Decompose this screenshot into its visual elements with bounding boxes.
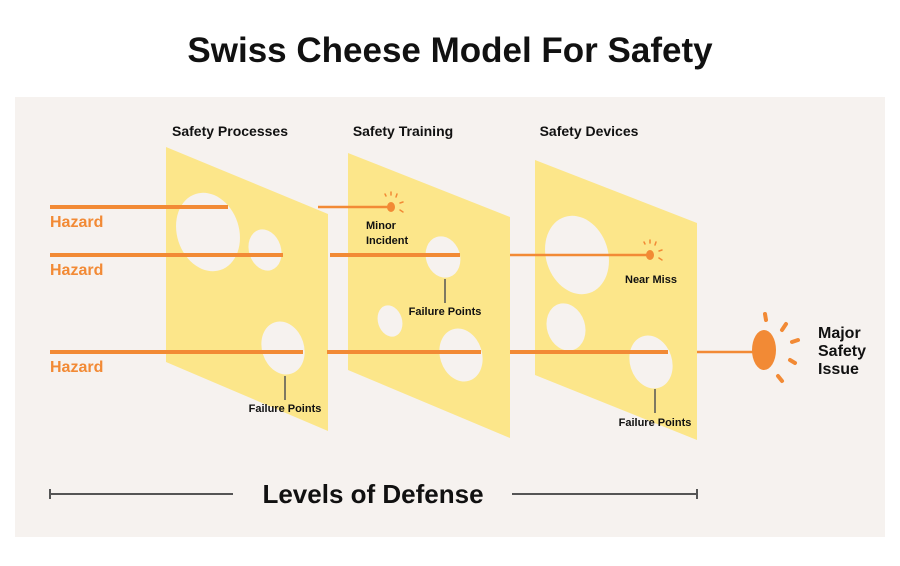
minor-incident-label-2: Incident	[366, 235, 409, 247]
hazard-label-1: Hazard	[50, 214, 103, 231]
hole	[377, 305, 403, 337]
near-miss-burst-icon	[643, 239, 663, 261]
hole	[176, 192, 240, 272]
layer-label-devices: Safety Devices	[540, 123, 639, 139]
failure-points-label-2: Failure Points	[409, 306, 482, 318]
hazard-label-3: Hazard	[50, 359, 103, 376]
levels-of-defense-bracket	[49, 489, 698, 499]
hole	[248, 229, 282, 271]
major-issue-label-2: Safety	[818, 343, 866, 360]
hazard-lines	[50, 205, 760, 354]
levels-of-defense-label: Levels of Defense	[262, 479, 483, 509]
minor-incident-label-1: Minor	[366, 220, 397, 232]
hole	[439, 328, 483, 382]
layer-label-training: Safety Training	[353, 123, 453, 139]
minor-incident-burst-icon	[384, 191, 404, 213]
hazard-label-2: Hazard	[50, 262, 103, 279]
hole	[261, 321, 305, 375]
near-miss-label: Near Miss	[625, 274, 677, 286]
layer-label-processes: Safety Processes	[172, 123, 288, 139]
major-issue-burst-icon	[752, 312, 800, 383]
page-title: Swiss Cheese Model For Safety	[187, 31, 713, 70]
hole	[629, 335, 673, 389]
major-issue-label-3: Issue	[818, 361, 859, 378]
hole	[546, 303, 586, 351]
major-issue-label-1: Major	[818, 325, 861, 342]
failure-points-label-1: Failure Points	[249, 403, 322, 415]
failure-points-label-3: Failure Points	[619, 417, 692, 429]
cheese-slice-processes	[166, 147, 328, 431]
cheese-slice-training	[348, 153, 510, 438]
